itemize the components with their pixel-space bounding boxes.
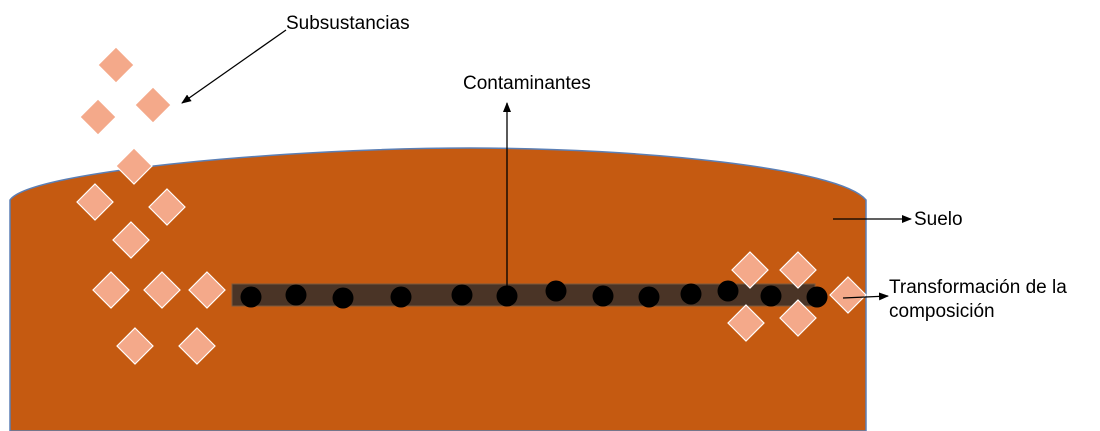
contaminant-particle [717, 280, 739, 302]
substance-diamond [148, 188, 186, 226]
substance-diamond [134, 86, 172, 124]
substance-diamond [731, 251, 769, 289]
substances-label: Subsustancias [286, 13, 410, 34]
transformation-label: Transformación de la composición [889, 277, 1067, 322]
substance-diamond [115, 147, 153, 185]
contaminant-particle [545, 280, 567, 302]
substance-diamond [188, 271, 226, 309]
contaminant-particle [332, 287, 354, 309]
contaminant-particle [390, 286, 412, 308]
substance-diamond [143, 271, 181, 309]
substance-diamond [116, 327, 154, 365]
contaminants-label: Contaminantes [463, 73, 591, 94]
substance-diamond [727, 304, 765, 342]
contaminant-particle [285, 284, 307, 306]
transformation-arrow [842, 292, 889, 301]
contaminant-particle [451, 284, 473, 306]
soil-label: Suelo [914, 209, 963, 230]
contaminant-particle [638, 286, 660, 308]
substance-diamond [779, 299, 817, 337]
substance-diamond [97, 46, 135, 84]
substance-diamond [112, 221, 150, 259]
contaminant-particles [240, 280, 828, 309]
contaminant-particle [240, 286, 262, 308]
substances-arrow [181, 29, 287, 104]
substance-diamond [178, 327, 216, 365]
substance-diamond [92, 271, 130, 309]
substance-diamond [829, 276, 867, 314]
substance-diamonds [76, 46, 867, 365]
contaminant-particle [680, 283, 702, 305]
contaminant-particle [806, 286, 828, 308]
contaminant-particle [592, 285, 614, 307]
contaminant-particle [760, 285, 782, 307]
substance-diamond [76, 183, 114, 221]
substance-diamond [79, 98, 117, 136]
substance-diamond [779, 251, 817, 289]
